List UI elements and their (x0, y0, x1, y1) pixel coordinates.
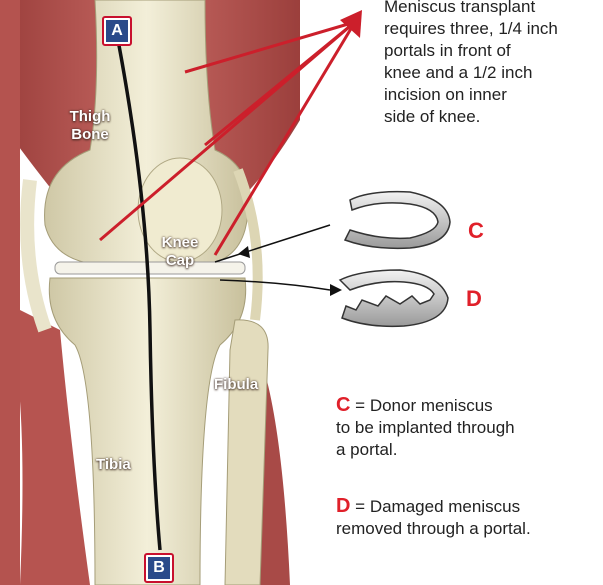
arrowhead-d (330, 284, 342, 296)
damaged-meniscus (340, 270, 448, 326)
note-line: knee and a 1/2 inch (384, 62, 558, 84)
note-line: incision on inner (384, 84, 558, 106)
label-tibia: Tibia (96, 456, 131, 474)
legend-d-letter: D (336, 495, 350, 517)
note-line: side of knee. (384, 106, 558, 128)
donor-meniscus (345, 192, 450, 249)
note-line: portals in front of (384, 40, 558, 62)
legend-c-letter: C (336, 394, 350, 416)
legend-d: D = Damaged meniscus removed through a p… (336, 495, 531, 540)
portal-note: Meniscus transplant requires three, 1/4 … (384, 0, 558, 128)
legend-c-line1: = Donor meniscus (350, 396, 492, 415)
legend-d-line1: = Damaged meniscus (350, 497, 520, 516)
legend-c-line2: to be implanted through (336, 417, 515, 439)
muscle-left-edge (0, 0, 20, 585)
legend-c-line3: a portal. (336, 439, 515, 461)
label-fibula: Fibula (214, 376, 258, 394)
callout-c: C (468, 218, 484, 244)
note-line: Meniscus transplant (384, 0, 558, 18)
fibula (225, 320, 268, 585)
arrowhead-c (238, 246, 250, 258)
ligament-medial (27, 180, 45, 330)
note-line: requires three, 1/4 inch (384, 18, 558, 40)
marker-a: A (102, 16, 132, 46)
marker-a-text: A (106, 20, 128, 42)
legend-d-line2: removed through a portal. (336, 518, 531, 540)
marker-b: B (144, 553, 174, 583)
label-knee-cap: Knee Cap (150, 234, 210, 270)
callout-d: D (466, 286, 482, 312)
legend-c: C = Donor meniscus to be implanted throu… (336, 394, 515, 461)
label-thigh-bone: Thigh Bone (60, 108, 120, 144)
marker-b-text: B (148, 557, 170, 579)
